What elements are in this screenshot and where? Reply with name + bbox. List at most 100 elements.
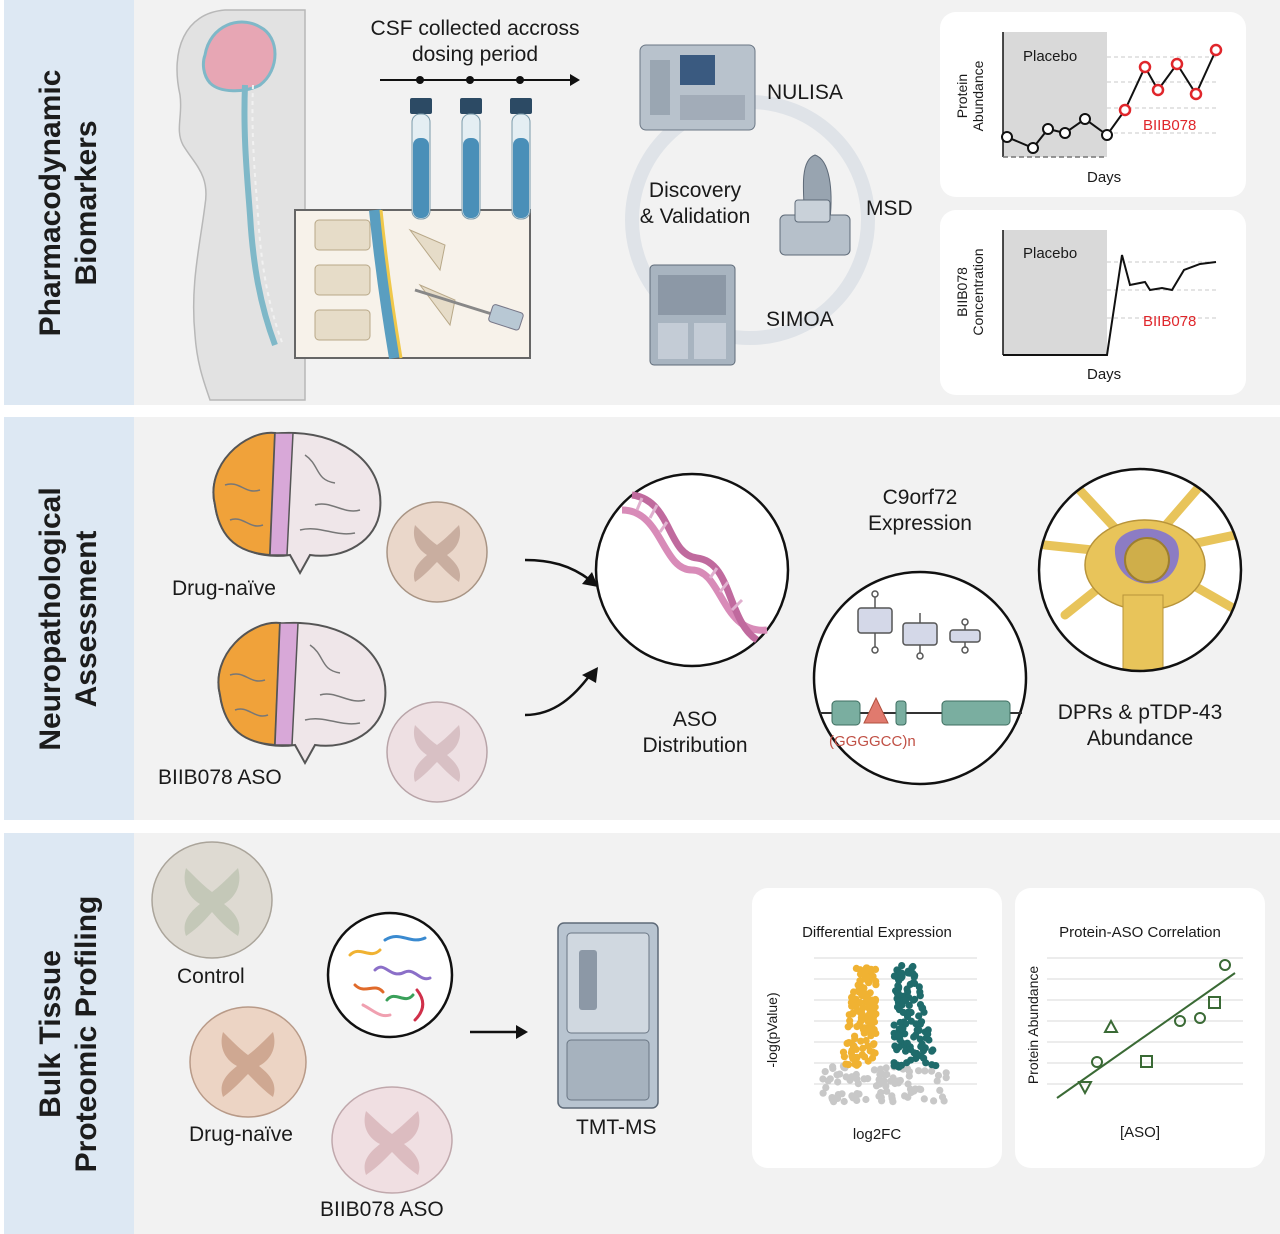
volcano-point bbox=[869, 1048, 877, 1056]
chart2-xlabel: Days bbox=[1087, 366, 1122, 383]
nulisa-instrument-icon bbox=[639, 44, 756, 131]
tmt-ms-label: TMT-MS bbox=[576, 1116, 657, 1139]
volcano-point bbox=[932, 1062, 940, 1070]
neuron-circle bbox=[1037, 467, 1243, 673]
volcano-point bbox=[924, 1030, 932, 1038]
spinal-section-drug-naive-bt-icon bbox=[189, 1006, 307, 1118]
volcano-point bbox=[925, 1036, 933, 1044]
human-silhouette-icon bbox=[176, 9, 306, 401]
volcano-point bbox=[901, 1092, 909, 1100]
volcano-point bbox=[851, 1060, 859, 1068]
volcano-point bbox=[889, 1098, 897, 1106]
c9orf72-expression-circle bbox=[812, 570, 1028, 786]
volcano-xlabel: log2FC bbox=[852, 1126, 902, 1143]
csf-tubes-icon bbox=[410, 98, 532, 220]
volcano-point bbox=[844, 1061, 853, 1069]
msd-label: MSD bbox=[866, 197, 913, 220]
volcano-point bbox=[878, 1097, 886, 1105]
volcano-point bbox=[861, 973, 869, 981]
volcano-point bbox=[936, 1086, 944, 1094]
drug-naive-label: Drug-naïve bbox=[172, 577, 276, 600]
nulisa-label: NULISA bbox=[767, 81, 843, 104]
peptides-circle bbox=[326, 911, 454, 1039]
correlation-card bbox=[1015, 888, 1265, 1168]
correlation-ylabel: Protein Abundance bbox=[1025, 965, 1041, 1085]
volcano-point bbox=[822, 1084, 830, 1092]
chart1-drug-label: BIIB078 bbox=[1143, 117, 1197, 134]
volcano-point bbox=[877, 1089, 885, 1097]
volcano-point bbox=[909, 996, 917, 1004]
volcano-point bbox=[928, 1067, 936, 1075]
volcano-point bbox=[853, 1075, 861, 1083]
volcano-point bbox=[934, 1071, 943, 1080]
volcano-point bbox=[882, 1064, 890, 1072]
volcano-point bbox=[920, 1095, 928, 1103]
volcano-plot bbox=[814, 957, 977, 1106]
volcano-point bbox=[911, 1085, 919, 1093]
chart2-drug-label: BIIB078 bbox=[1143, 313, 1197, 330]
volcano-point bbox=[902, 996, 910, 1004]
volcano-point bbox=[871, 965, 880, 973]
volcano-point bbox=[828, 1094, 836, 1102]
volcano-point bbox=[876, 1065, 885, 1073]
volcano-point bbox=[883, 1087, 891, 1095]
volcano-point bbox=[869, 1041, 877, 1049]
volcano-point bbox=[915, 1012, 923, 1020]
volcano-point bbox=[821, 1068, 829, 1076]
volcano-point bbox=[853, 1096, 861, 1104]
volcano-point bbox=[915, 1026, 923, 1034]
chart1-xlabel: Days bbox=[1087, 169, 1122, 186]
volcano-point bbox=[852, 964, 860, 972]
volcano-point bbox=[840, 1097, 848, 1106]
volcano-point bbox=[849, 1055, 857, 1063]
volcano-point bbox=[890, 1021, 898, 1029]
brain-biib078-icon bbox=[217, 621, 387, 766]
volcano-point bbox=[920, 1008, 928, 1016]
volcano-point bbox=[915, 1067, 923, 1075]
volcano-point bbox=[938, 1093, 947, 1101]
volcano-point bbox=[858, 1051, 866, 1059]
volcano-point bbox=[870, 1066, 878, 1074]
drug-naive-bt-label: Drug-naïve bbox=[189, 1123, 293, 1146]
tmt-ms-instrument-icon bbox=[557, 922, 659, 1109]
volcano-point bbox=[860, 1075, 868, 1083]
volcano-point bbox=[916, 988, 924, 996]
volcano-point bbox=[894, 990, 902, 998]
arrow-to-tmt bbox=[470, 1025, 528, 1039]
volcano-point bbox=[879, 1070, 887, 1079]
volcano-point bbox=[887, 1077, 895, 1085]
simoa-label: SIMOA bbox=[766, 308, 834, 331]
volcano-point bbox=[842, 1073, 850, 1081]
volcano-point bbox=[872, 1010, 880, 1018]
correlation-plot bbox=[1047, 957, 1243, 1099]
csf-timeline-arrow bbox=[380, 74, 580, 86]
volcano-point bbox=[909, 969, 917, 977]
correlation-xlabel: [ASO] bbox=[1119, 1124, 1160, 1141]
volcano-point bbox=[922, 1059, 930, 1067]
volcano-point bbox=[866, 989, 874, 997]
protein-abundance-chart bbox=[1001, 32, 1223, 158]
volcano-point bbox=[839, 1048, 848, 1056]
brain-drug-naive-icon bbox=[212, 431, 382, 576]
spinal-section-control-icon bbox=[151, 841, 273, 959]
volcano-point bbox=[918, 1040, 926, 1048]
chart2-placebo-label: Placebo bbox=[1023, 245, 1078, 262]
volcano-point bbox=[909, 978, 918, 986]
volcano-point bbox=[912, 1020, 920, 1028]
volcano-point bbox=[907, 1045, 915, 1054]
volcano-point bbox=[899, 1024, 907, 1032]
simoa-instrument-icon bbox=[649, 264, 736, 366]
volcano-point bbox=[896, 1018, 904, 1027]
volcano-ylabel: -log(pValue) bbox=[764, 992, 780, 1068]
volcano-point bbox=[836, 1070, 844, 1078]
volcano-point bbox=[904, 1080, 912, 1088]
